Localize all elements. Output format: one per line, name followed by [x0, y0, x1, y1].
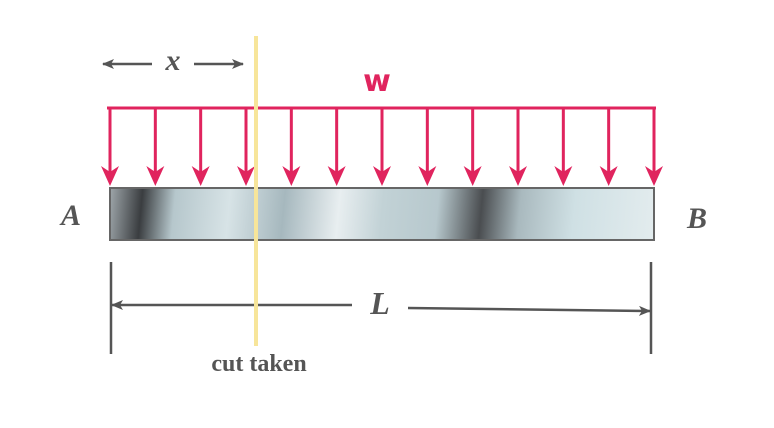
x-label: x — [165, 44, 181, 77]
load-arrow — [327, 108, 346, 186]
end-label-a: A — [59, 199, 81, 232]
load-arrow — [463, 108, 482, 186]
load-arrow — [509, 108, 527, 186]
length-arrow-right — [407, 305, 651, 316]
cut-label: cut taken — [211, 351, 306, 377]
load-arrow — [282, 108, 301, 186]
load-arrow — [373, 108, 391, 186]
length-label: L — [369, 285, 390, 321]
load-arrow — [237, 108, 255, 186]
load-arrows — [101, 108, 663, 186]
beam — [109, 187, 655, 241]
load-arrow — [101, 108, 119, 186]
load-label: w — [363, 64, 391, 99]
load-arrow — [645, 108, 663, 186]
load-arrow — [146, 108, 165, 186]
load-arrow — [191, 108, 210, 186]
load-arrow — [599, 108, 618, 186]
load-arrow — [418, 108, 437, 186]
load-arrow — [554, 108, 573, 186]
end-label-b: B — [686, 202, 707, 235]
